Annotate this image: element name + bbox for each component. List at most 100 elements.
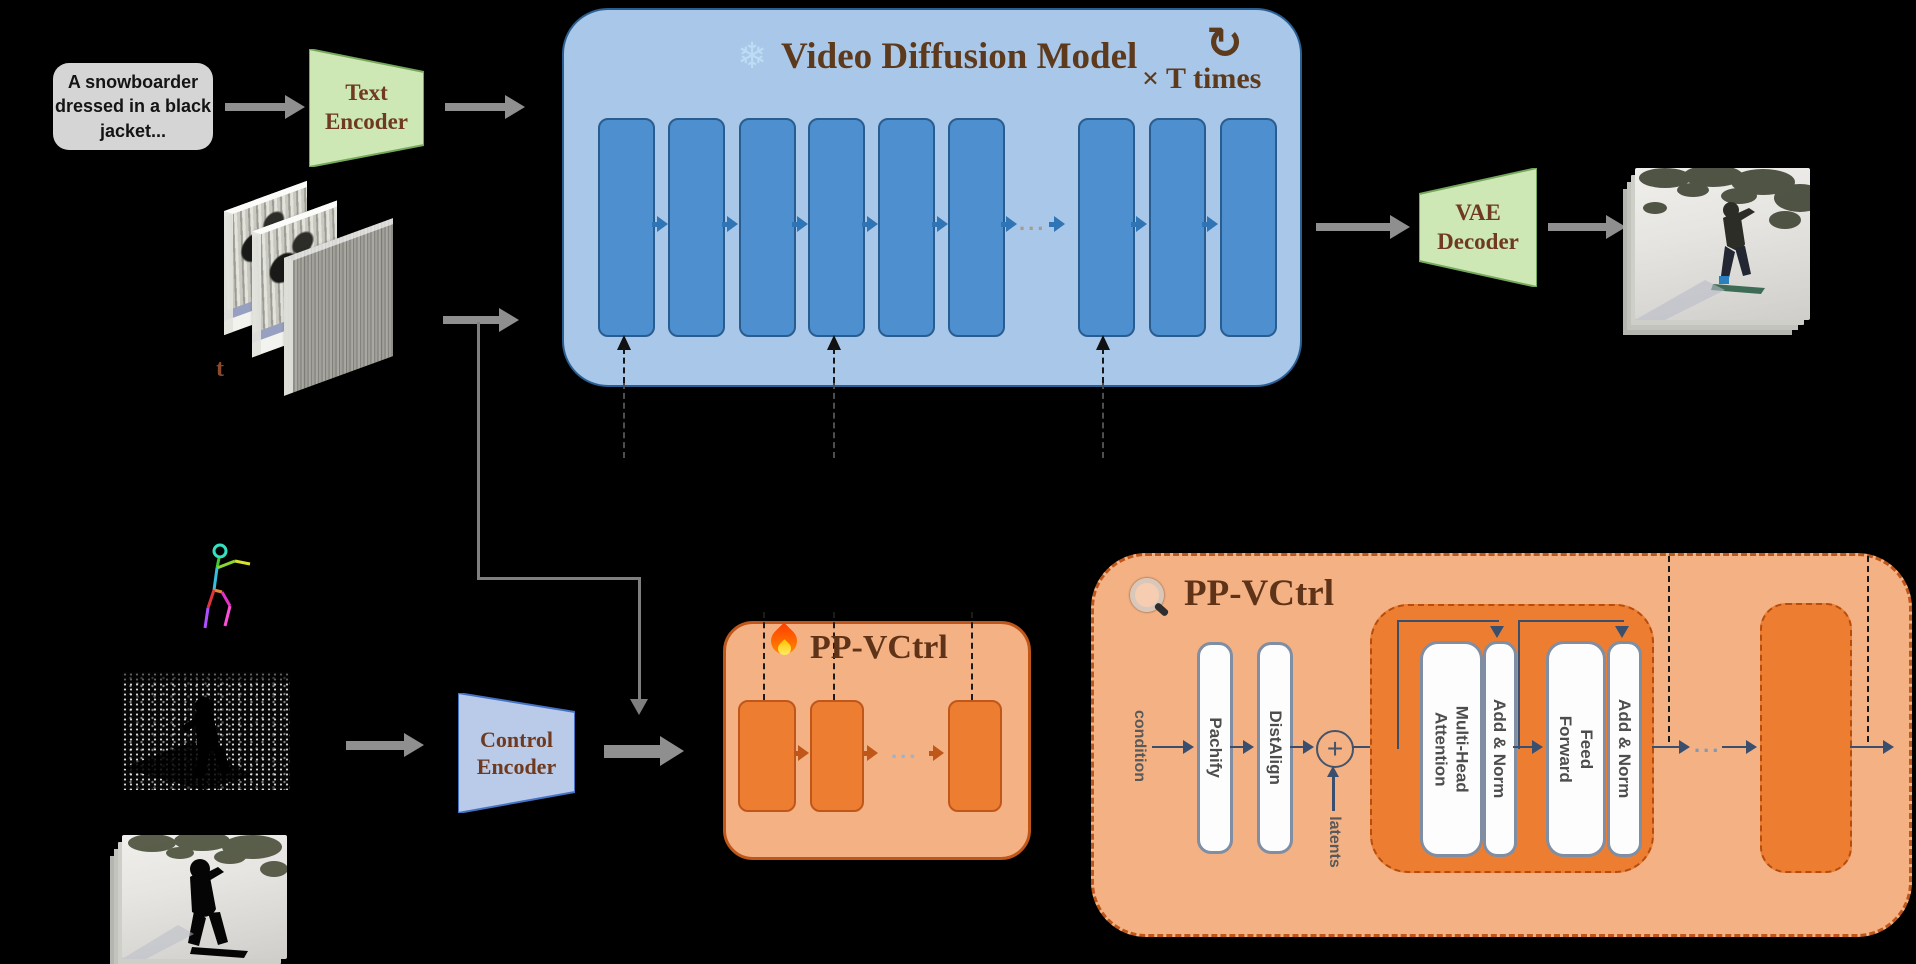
detail-cut-dash-2 xyxy=(1867,556,1869,742)
arrow-control-encoder-to-vctrl xyxy=(604,736,684,766)
skip-connection-2 xyxy=(1518,620,1624,749)
vdm-block-1 xyxy=(598,118,655,337)
latents-label-wrap: latents xyxy=(1320,806,1348,878)
vctrl-block-1 xyxy=(738,700,796,812)
injection-arrowhead-2 xyxy=(827,335,841,350)
add-norm-block-2: Add & Norm xyxy=(1607,641,1642,857)
pose-skeleton-image xyxy=(203,543,251,629)
magnifier-icon xyxy=(1128,576,1170,620)
ppvctrl-detail-title: PP-VCtrl xyxy=(1184,573,1334,614)
vdm-title: Video Diffusion Model xyxy=(781,36,1138,77)
loop-icon: ↻ xyxy=(1206,18,1243,69)
injection-dash-1 xyxy=(623,348,625,383)
vctrl-flow-arrow xyxy=(863,745,878,761)
vae-decoder-shape xyxy=(1419,168,1537,287)
vdm-block-2 xyxy=(668,118,725,337)
vctrl-block-3 xyxy=(948,700,1002,812)
vctrl-ellipsis: ... xyxy=(891,738,919,763)
latents-branch-line-h xyxy=(477,577,640,580)
output-video-frames xyxy=(1635,165,1826,320)
snowflake-icon: ❄ xyxy=(737,36,768,77)
vdm-flow-arrow xyxy=(1202,216,1218,232)
timestep-label: t xyxy=(216,356,224,382)
injection-dash-2 xyxy=(833,348,835,383)
condition-label: condition xyxy=(1131,710,1149,782)
latents-branch-line-v1 xyxy=(477,322,480,579)
add-norm-block-1: Add & Norm xyxy=(1483,641,1517,857)
pachify-block: Pachify xyxy=(1197,642,1233,854)
add-latents-node: + xyxy=(1316,730,1354,768)
text-encoder-shape xyxy=(309,49,424,167)
multi-head-attention-label: Multi-Head Attention xyxy=(1431,705,1472,793)
latents-branch-arrowhead xyxy=(630,699,648,715)
text-encoder-label: Text Encoder xyxy=(324,80,409,134)
repeated-block-box xyxy=(1760,603,1852,873)
distalign-label: DistAlign xyxy=(1265,710,1285,786)
vae-decoder-label: VAE Decoder xyxy=(1437,199,1519,254)
detail-flow-arrow xyxy=(1722,740,1757,754)
skip-connection-1 xyxy=(1397,620,1499,749)
output-scene xyxy=(1635,165,1826,320)
prompt-text-box: A snowboarder dressed in a black jacket.… xyxy=(53,63,213,150)
vdm-flow-arrow xyxy=(722,216,738,232)
injection-dash-3 xyxy=(1102,348,1104,383)
edge-map-silhouette xyxy=(122,672,290,790)
arrow-vdm-to-vae xyxy=(1316,215,1410,239)
distalign-block: DistAlign xyxy=(1257,642,1293,854)
latents-branch-line-v2 xyxy=(638,577,641,699)
vdm-block-7 xyxy=(1078,118,1135,337)
vdm-block-4 xyxy=(808,118,865,337)
add-norm-1-label: Add & Norm xyxy=(1490,699,1510,799)
vdm-block-5 xyxy=(878,118,935,337)
control-encoder-label: Control Encoder xyxy=(476,726,557,780)
pachify-label: Pachify xyxy=(1205,717,1225,779)
injection-dash-3b xyxy=(1102,383,1104,458)
vdm-flow-arrow xyxy=(1131,216,1147,232)
arrow-latents-to-vdm xyxy=(443,308,519,332)
feed-forward-label: Feed Forward xyxy=(1556,715,1597,783)
plus-symbol: + xyxy=(1326,733,1344,764)
masked-frame-image xyxy=(122,831,288,959)
detail-cut-dash-1 xyxy=(1668,556,1670,742)
latents-arrow-shaft xyxy=(1332,777,1335,811)
vdm-flow-arrow xyxy=(1049,216,1065,232)
arrow-conditions-to-control-encoder xyxy=(346,733,424,757)
detail-flow-arrow xyxy=(1290,740,1314,754)
detail-flow-arrow xyxy=(1652,740,1690,754)
vctrl-out-dash-2 xyxy=(833,612,835,700)
injection-dash-2b xyxy=(833,383,835,458)
multi-head-attention-block: Multi-Head Attention xyxy=(1420,641,1483,857)
masked-scene xyxy=(122,831,288,959)
fire-icon xyxy=(765,622,803,668)
condition-label-wrap: condition xyxy=(1125,686,1153,806)
vdm-ellipsis: ... xyxy=(1019,210,1047,235)
vctrl-flow-arrow xyxy=(794,745,809,761)
ppvctrl-overview-title: PP-VCtrl xyxy=(810,629,948,666)
vdm-block-3 xyxy=(739,118,796,337)
arrow-vae-to-output xyxy=(1548,215,1626,239)
vdm-block-6 xyxy=(948,118,1005,337)
vdm-flow-arrow xyxy=(652,216,668,232)
control-encoder-shape xyxy=(458,693,575,813)
vdm-times-label: × T times xyxy=(1142,62,1262,95)
detail-flow-arrow xyxy=(1230,740,1254,754)
injection-dash-1b xyxy=(623,383,625,458)
arrow-text-encoder-to-vdm xyxy=(445,95,525,119)
skip1-arrowhead xyxy=(1490,626,1504,638)
vdm-flow-arrow xyxy=(932,216,948,232)
skip2-arrowhead xyxy=(1615,626,1629,638)
noisy-latents-stack xyxy=(215,180,405,396)
vdm-flow-arrow xyxy=(792,216,808,232)
add-norm-2-label: Add & Norm xyxy=(1615,699,1635,799)
latents-label: latents xyxy=(1326,816,1344,868)
vdm-flow-arrow xyxy=(1001,216,1017,232)
vctrl-out-dash-3 xyxy=(971,612,973,700)
arrow-prompt-to-text-encoder xyxy=(225,95,305,119)
detail-flow-arrow xyxy=(1152,740,1194,754)
edge-map-image xyxy=(122,672,290,790)
vctrl-out-dash-1 xyxy=(763,612,765,700)
vctrl-flow-arrow xyxy=(929,745,944,761)
vdm-flow-arrow xyxy=(862,216,878,232)
detail-flow-arrow xyxy=(1513,740,1543,754)
